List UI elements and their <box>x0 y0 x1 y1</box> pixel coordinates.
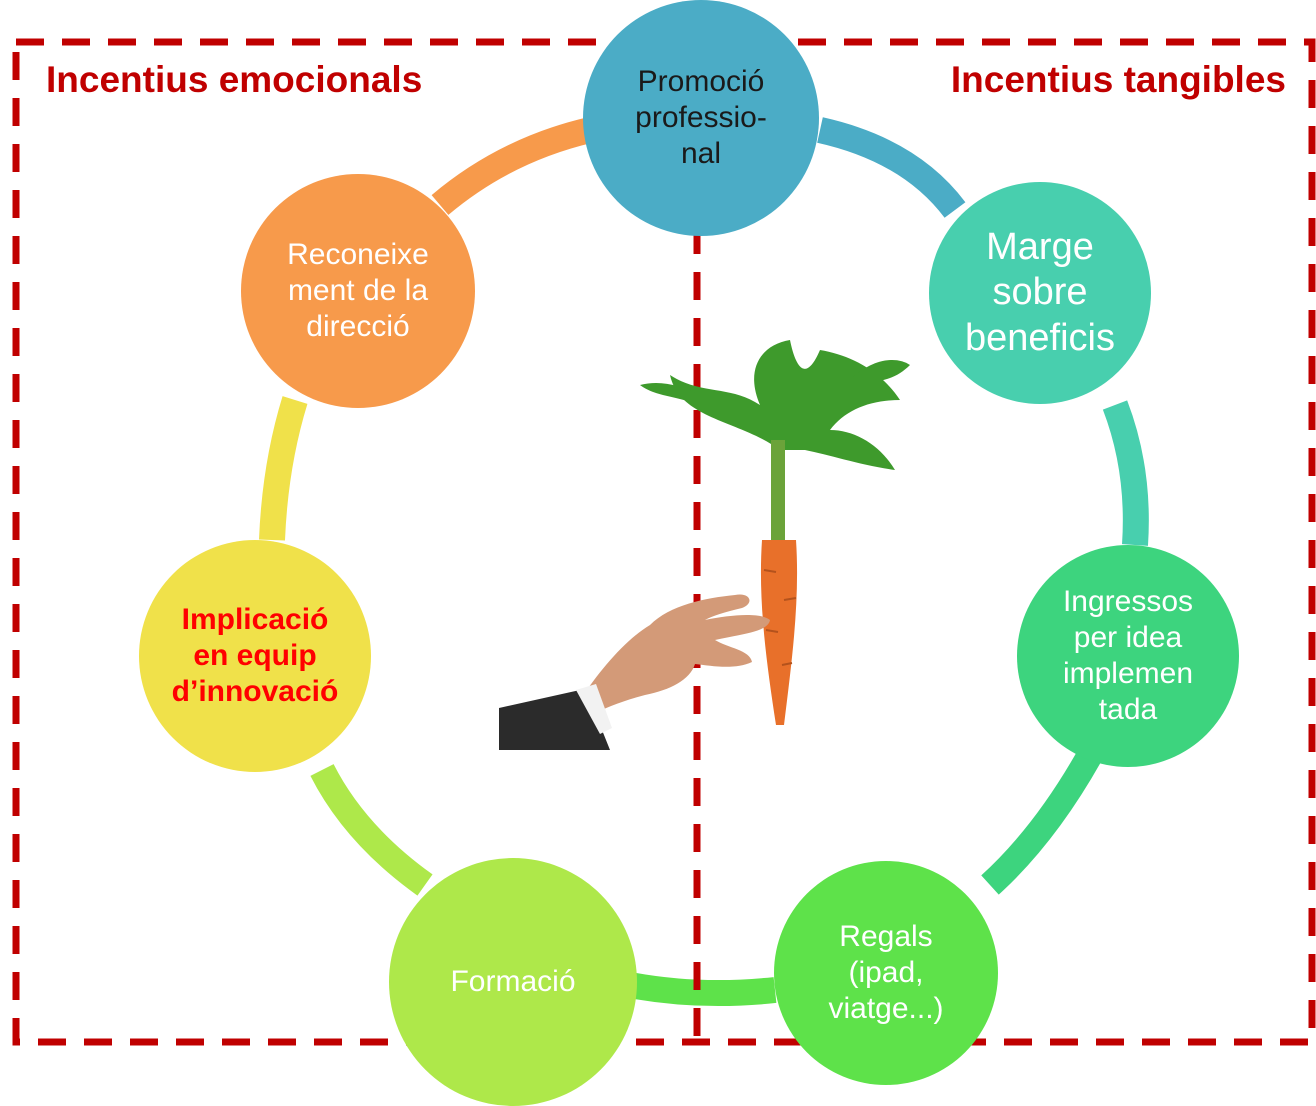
node-label: Reconeixe ment de la direcció <box>287 238 429 343</box>
tangible-incentives-title: Incentius tangibles <box>950 59 1286 100</box>
node-label: Implicació en equip d’innovació <box>171 603 339 708</box>
node-reconeixement-direccio: Reconeixe ment de la direcció <box>241 174 475 408</box>
diagram-canvas <box>12 38 1316 1046</box>
node-regals: Regals (ipad, viatge...) <box>774 861 998 1085</box>
carrot-stem <box>771 440 785 540</box>
node-promocio-professional: Promoció professio- nal <box>583 0 819 236</box>
cycle-ring <box>259 117 1149 1007</box>
arc-regals-formacio <box>627 972 777 1007</box>
arc-ingressos-regals <box>981 748 1102 895</box>
shirt-cuff <box>576 684 612 734</box>
carrot-greens <box>640 340 910 470</box>
arc-implicacio-reconeixement <box>259 396 308 541</box>
node-label: Ingressos per idea implemen tada <box>1062 585 1194 726</box>
node-implicacio-equip-innovacio: Implicació en equip d’innovació <box>139 540 371 772</box>
emotional-incentives-title: Incentius emocionals <box>46 59 423 100</box>
arc-promocio-marge <box>817 117 966 219</box>
node-formacio: Formació <box>389 858 637 1106</box>
suit-sleeve <box>499 690 610 750</box>
arc-formacio-implicacio <box>310 764 433 896</box>
carrot-ridges <box>763 569 797 666</box>
node-label: Promoció professio- nal <box>635 65 767 170</box>
arc-reconeixement-promocio <box>431 117 594 215</box>
carrot-body <box>760 540 798 725</box>
node-marge-sobre-beneficis: Marge sobre beneficis <box>929 182 1151 404</box>
node-label: Formació <box>450 965 576 998</box>
node-label: Marge sobre beneficis <box>965 225 1115 359</box>
hand <box>580 594 770 715</box>
arc-marge-ingressos <box>1102 400 1149 546</box>
hand-reaching-for-carrot-illustration <box>499 340 910 750</box>
node-label: Regals (ipad, viatge...) <box>828 920 944 1025</box>
node-ingressos-per-idea: Ingressos per idea implemen tada <box>1017 545 1239 767</box>
